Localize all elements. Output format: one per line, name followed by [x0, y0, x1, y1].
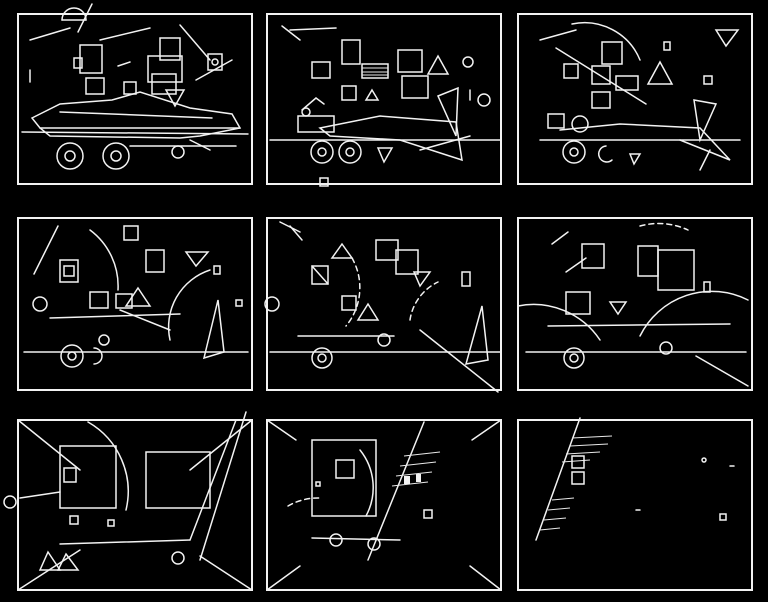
- panel-6-frame: [517, 217, 753, 391]
- car-body: [30, 91, 242, 139]
- panel-8-frame: [266, 419, 502, 591]
- room-left: [59, 445, 117, 509]
- panel-9-frame: [517, 419, 753, 591]
- panel-2: [266, 13, 502, 187]
- panel-3: [517, 13, 753, 185]
- panel-5: [264, 217, 502, 393]
- panel-2-frame: [266, 13, 502, 185]
- half-circle: [61, 7, 87, 21]
- wheel: [102, 142, 130, 170]
- panel-6: [517, 217, 753, 391]
- panel-7-frame: [17, 419, 253, 591]
- panel-8: [266, 419, 502, 591]
- panel-4-frame: [17, 217, 253, 391]
- panel-4: [17, 217, 253, 391]
- panel-3-frame: [517, 13, 753, 185]
- panel-9: [517, 417, 753, 591]
- hatched-rect: [361, 63, 389, 79]
- panel-1: [17, 3, 253, 185]
- room: [311, 439, 377, 517]
- panel-5-frame: [266, 217, 502, 391]
- panel-1-frame: [17, 13, 253, 185]
- wheel: [56, 142, 84, 170]
- room-right: [145, 451, 211, 509]
- panel-7: [3, 411, 253, 591]
